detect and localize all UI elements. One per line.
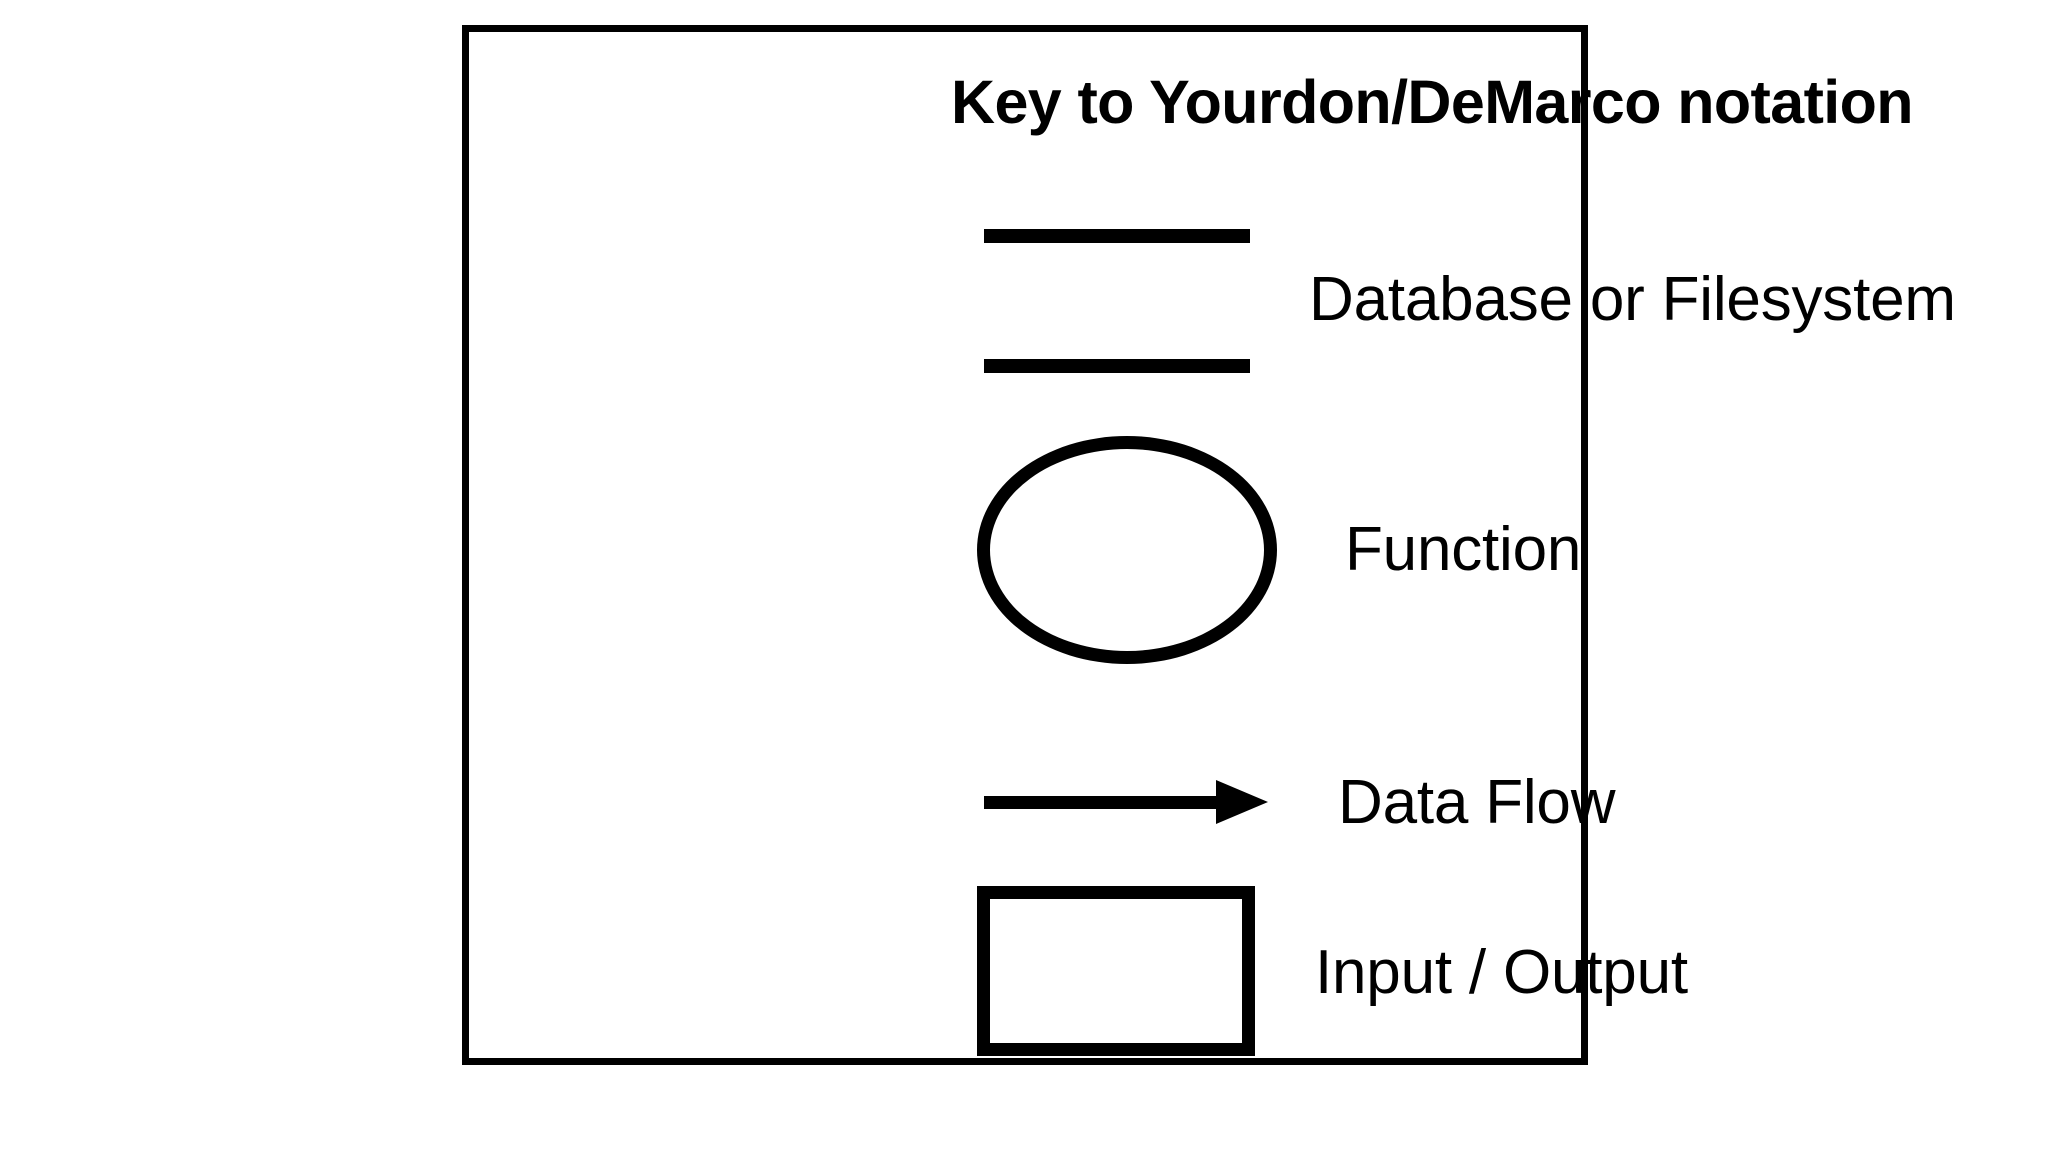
legend-label-data-flow: Data Flow bbox=[1338, 768, 1616, 837]
arrow-shaft bbox=[984, 796, 1220, 809]
database-bar-top bbox=[984, 229, 1250, 243]
database-bar-bottom bbox=[984, 359, 1250, 373]
legend-title: Key to Yourdon/DeMarco notation bbox=[951, 68, 1914, 136]
data-flow-arrow-icon bbox=[984, 780, 1268, 824]
input-output-rectangle-icon bbox=[977, 886, 1255, 1056]
legend-label-input-output: Input / Output bbox=[1315, 938, 1688, 1007]
legend-panel: Key to Yourdon/DeMarco notation Database… bbox=[462, 25, 1956, 1065]
function-symbol-icon bbox=[977, 436, 1277, 664]
arrow-head bbox=[1216, 780, 1268, 824]
legend-label-database: Database or Filesystem bbox=[1309, 265, 1956, 334]
database-symbol-icon bbox=[984, 229, 1250, 373]
legend-label-function: Function bbox=[1345, 515, 1582, 584]
